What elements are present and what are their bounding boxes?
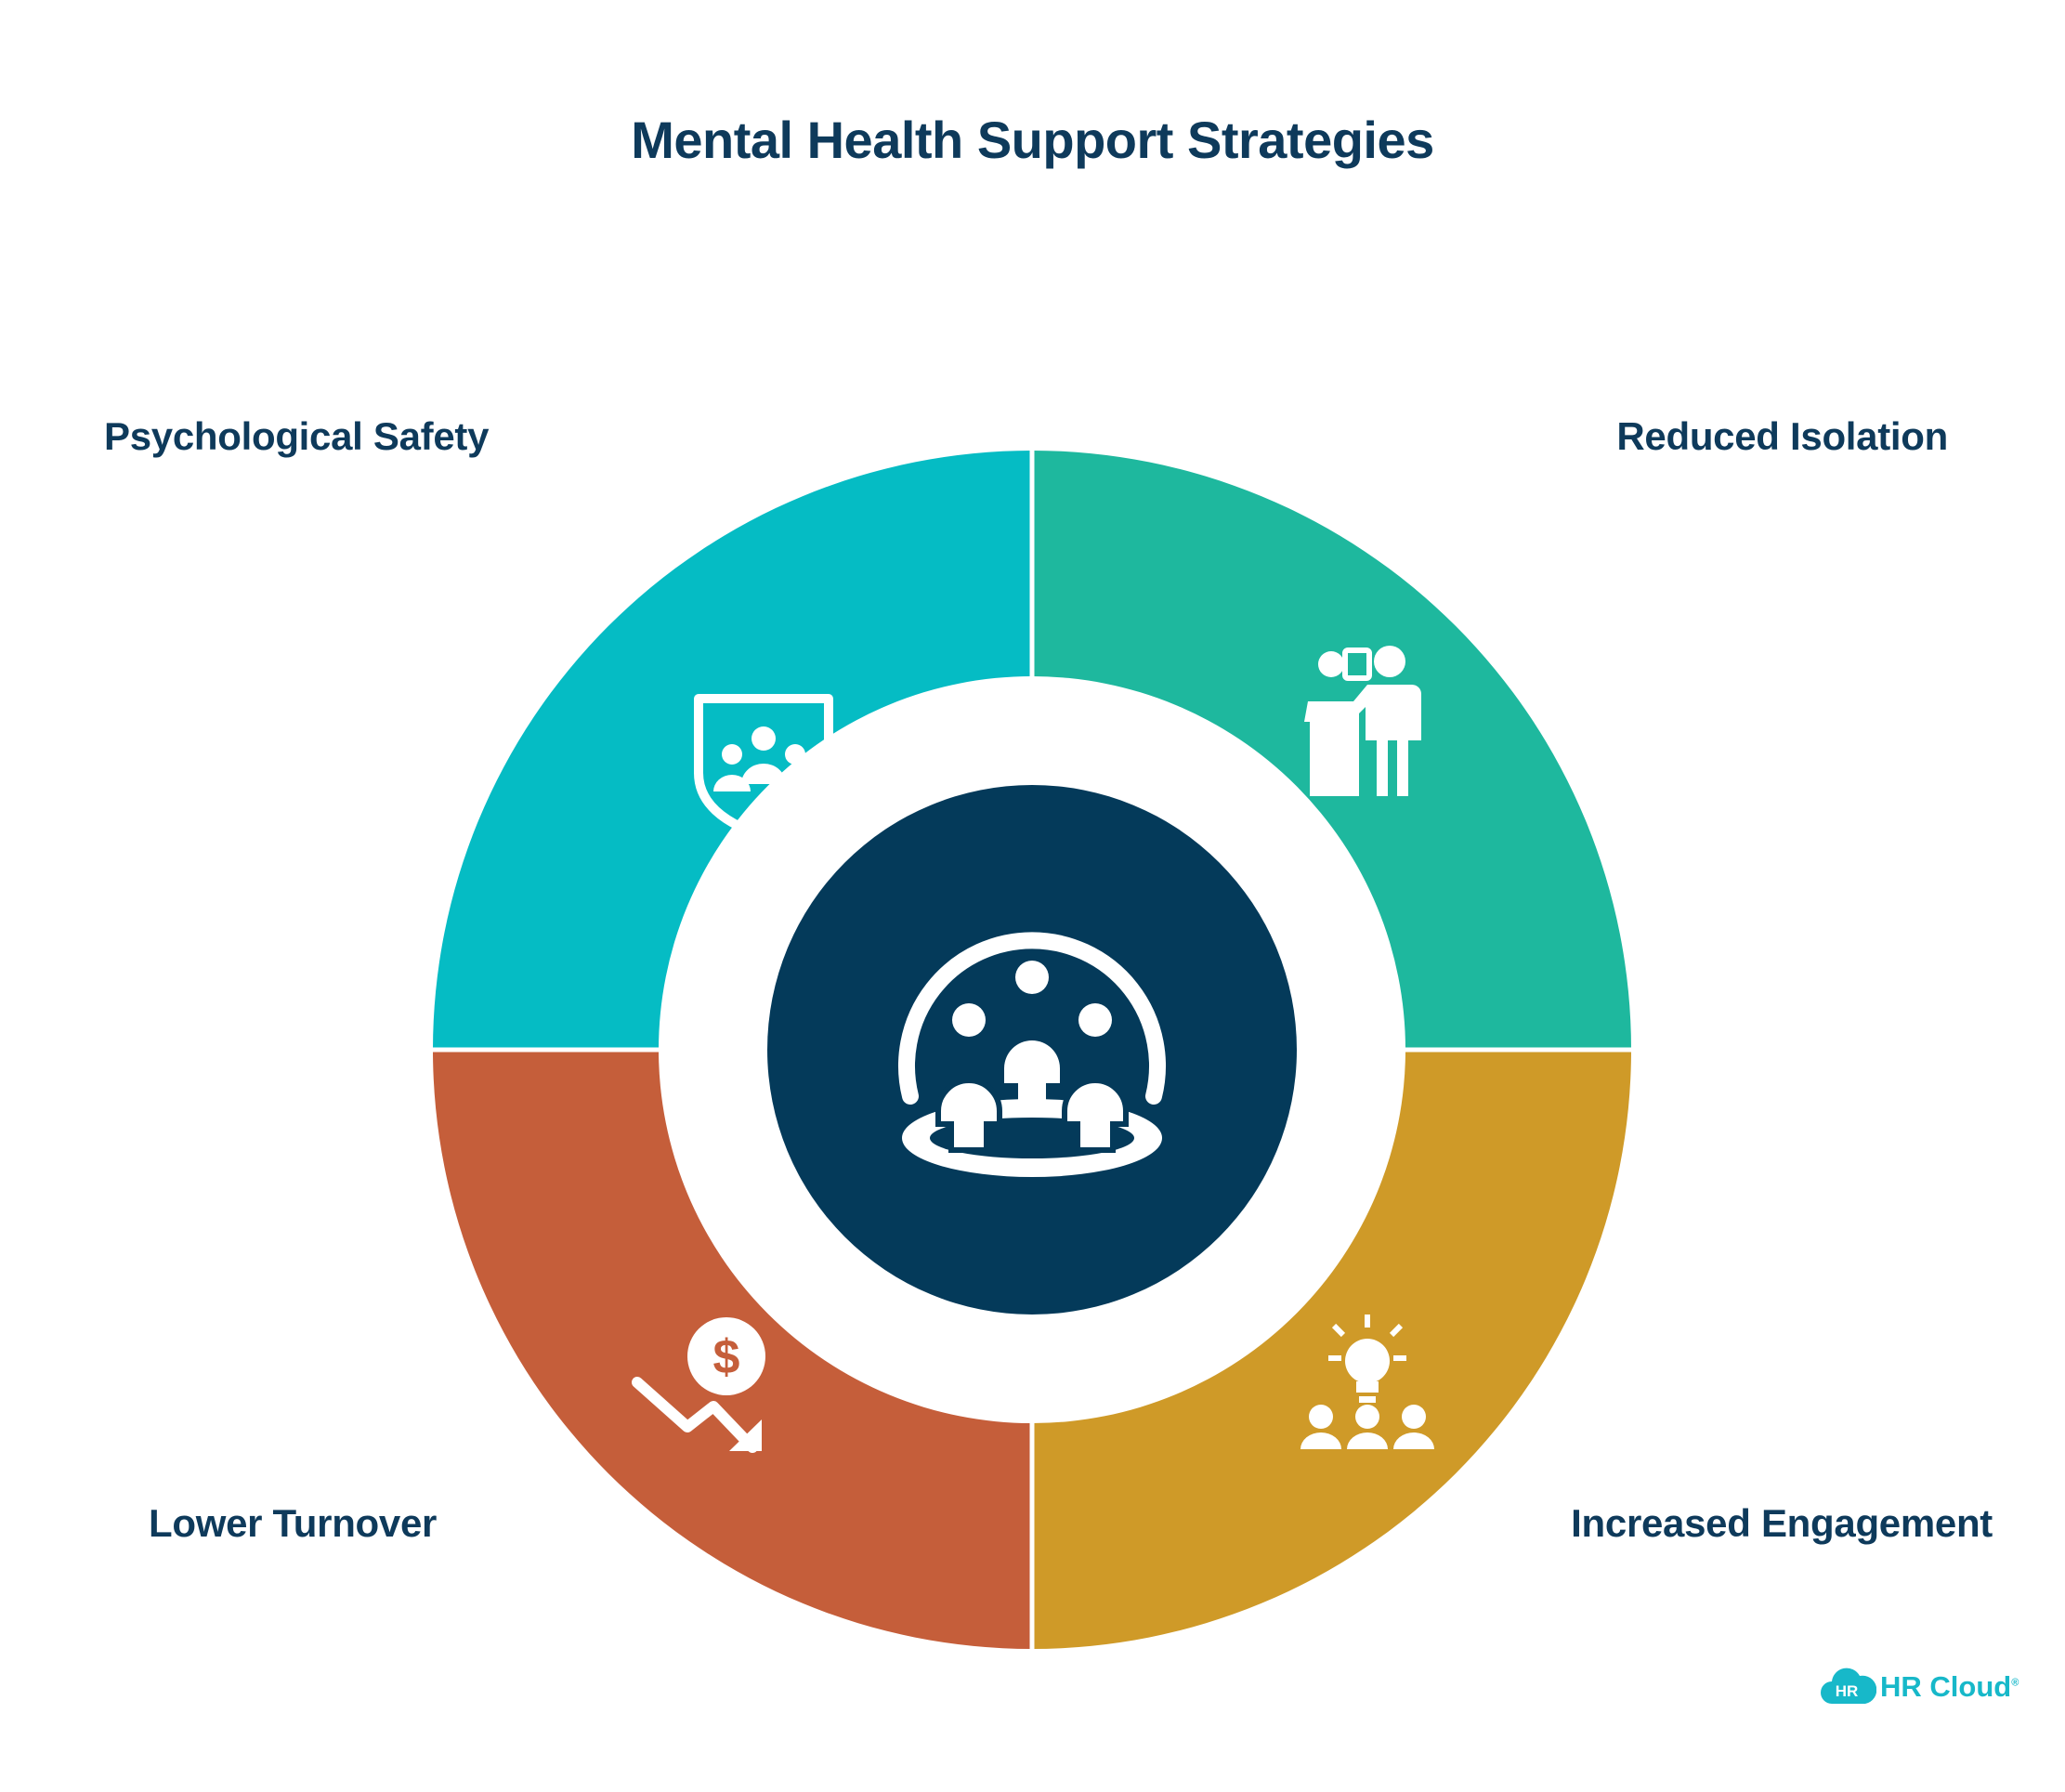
svg-text:$: $ (713, 1330, 740, 1384)
community-group-icon (898, 932, 1166, 1177)
label-increased-engagement: Increased Engagement (1571, 1501, 1993, 1545)
cloud-logo-icon: HR (1821, 1668, 1877, 1704)
label-psychological-safety: Psychological Safety (104, 414, 490, 458)
hr-cloud-logo: HR HR Cloud® (1821, 1663, 2019, 1709)
segment-increased-engagement (1032, 1050, 1631, 1649)
people-meeting-icon (1304, 646, 1421, 796)
logo-text: HR Cloud® (1880, 1670, 2019, 1703)
svg-text:HR: HR (1836, 1682, 1859, 1700)
shield-people-icon (694, 694, 833, 841)
lightbulb-team-icon (1300, 1315, 1434, 1449)
diagram-title: Mental Health Support Strategies (631, 111, 1434, 169)
label-lower-turnover: Lower Turnover (149, 1501, 438, 1545)
dollar-down-trend-icon: $ (632, 1317, 765, 1453)
label-reduced-isolation: Reduced Isolation (1616, 414, 1948, 458)
